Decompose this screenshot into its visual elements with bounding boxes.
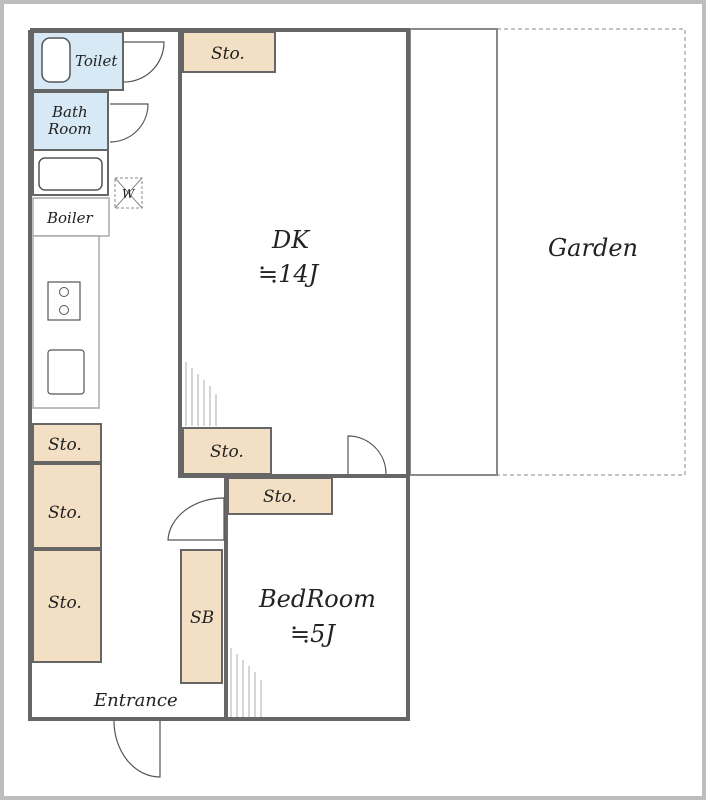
garden-label: Garden [548,234,638,262]
toilet-icon [41,37,71,83]
bedroom-size-label: ≒5J [290,620,336,648]
washer-label: W [122,187,136,201]
storage-dk-bottom [182,427,272,475]
burner-top-icon [59,287,69,297]
dk-size-label: ≒14J [258,260,320,288]
bath-door-icon [109,103,149,143]
left-wall [28,30,226,721]
corridor-door-icon [167,497,225,541]
entrance-label: Entrance [93,690,178,711]
toilet-door-icon [123,41,165,83]
dk-door-icon [347,435,387,475]
storage-left-2 [32,463,102,549]
bath-room [32,91,109,151]
burner-bottom-icon [59,305,69,315]
bedroom-label: BedRoom [258,585,376,613]
shoe-box [180,549,223,684]
bath-label-line2: Room [47,120,92,138]
bathtub-icon [38,157,103,191]
storage-dk-top [182,31,276,73]
storage-left-1 [32,423,102,463]
bedroom [224,474,410,721]
sink-icon [47,349,85,395]
storage-dk-top-label: Sto. [211,44,245,64]
dk-hatch [185,362,217,426]
storage-dk-bottom-label: Sto. [210,442,244,462]
toilet-label: Toilet [75,52,118,70]
storage-left-3 [32,549,102,663]
storage-left-3-label: Sto. [48,593,82,613]
bedroom-hatch [230,648,262,717]
storage-bedroom [227,477,333,515]
boiler-area [32,197,110,237]
storage-left-2-label: Sto. [48,503,82,523]
storage-bedroom-label: Sto. [263,487,297,507]
washer-cross-b [114,177,143,209]
storage-left-1-label: Sto. [48,435,82,455]
bath-label-line1: Bath [51,103,88,121]
stove-icon [47,281,81,321]
entrance-door-icon [113,720,161,778]
dk-label: DK [271,226,311,254]
boiler-label: Boiler [46,209,94,227]
shoe-box-label: SB [190,608,214,628]
